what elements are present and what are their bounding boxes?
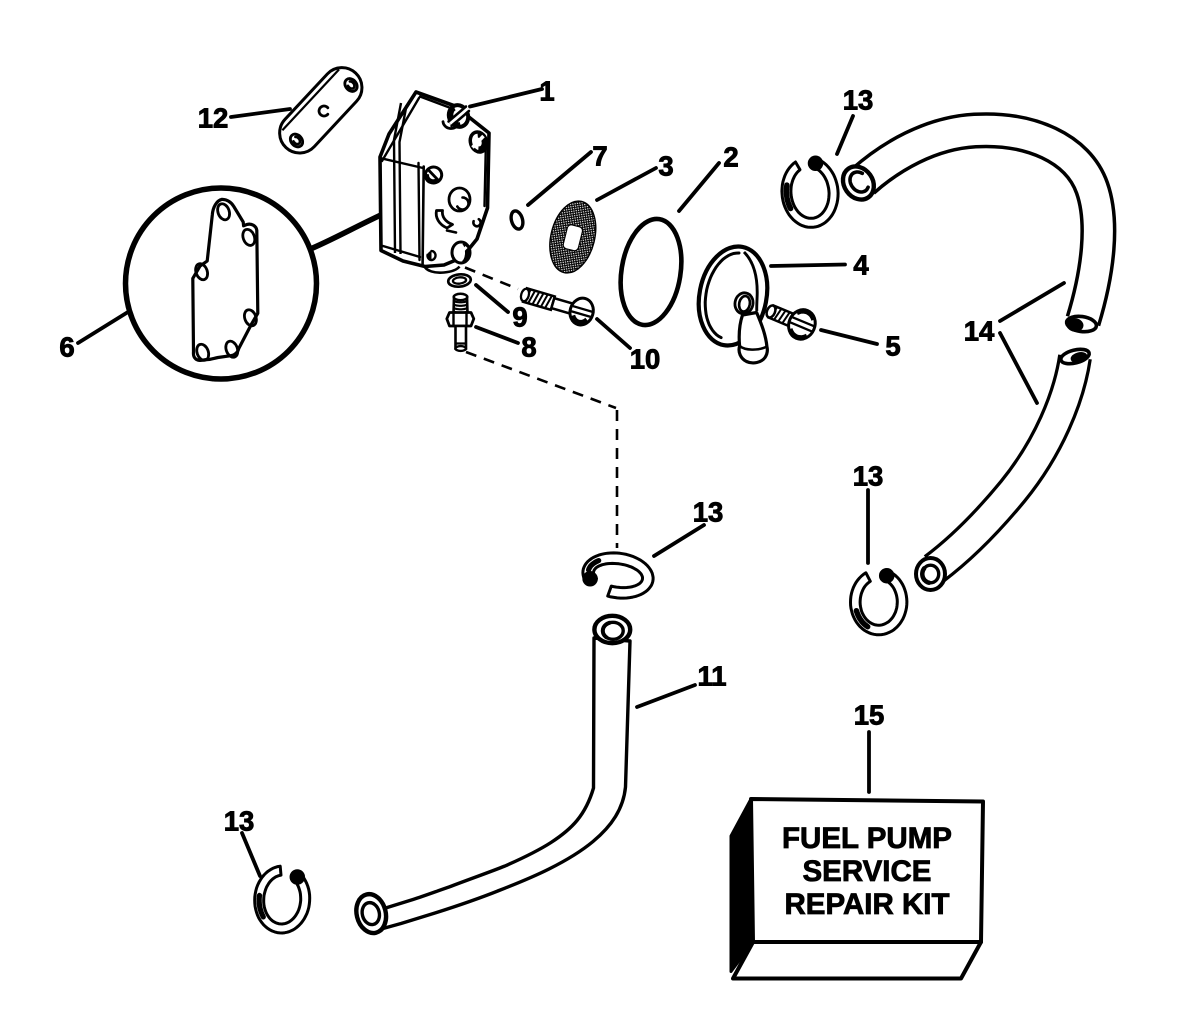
svg-text:13: 13 <box>853 461 884 492</box>
svg-text:13: 13 <box>693 497 724 528</box>
svg-text:12: 12 <box>198 103 229 134</box>
svg-text:7: 7 <box>592 141 607 172</box>
svg-text:9: 9 <box>512 302 527 333</box>
svg-text:13: 13 <box>843 85 874 116</box>
svg-text:FUEL PUMP: FUEL PUMP <box>782 822 952 855</box>
svg-text:13: 13 <box>224 806 255 837</box>
svg-text:10: 10 <box>630 344 661 375</box>
svg-text:SERVICE: SERVICE <box>803 855 932 888</box>
svg-text:REPAIR KIT: REPAIR KIT <box>785 888 950 921</box>
svg-text:3: 3 <box>658 151 673 182</box>
svg-text:11: 11 <box>697 661 726 692</box>
svg-text:1: 1 <box>539 76 554 107</box>
svg-text:15: 15 <box>854 700 885 731</box>
svg-text:6: 6 <box>59 332 74 363</box>
svg-text:8: 8 <box>521 332 536 363</box>
svg-text:4: 4 <box>853 250 869 281</box>
svg-text:5: 5 <box>885 331 900 362</box>
svg-text:14: 14 <box>964 316 995 347</box>
svg-text:2: 2 <box>723 142 738 173</box>
